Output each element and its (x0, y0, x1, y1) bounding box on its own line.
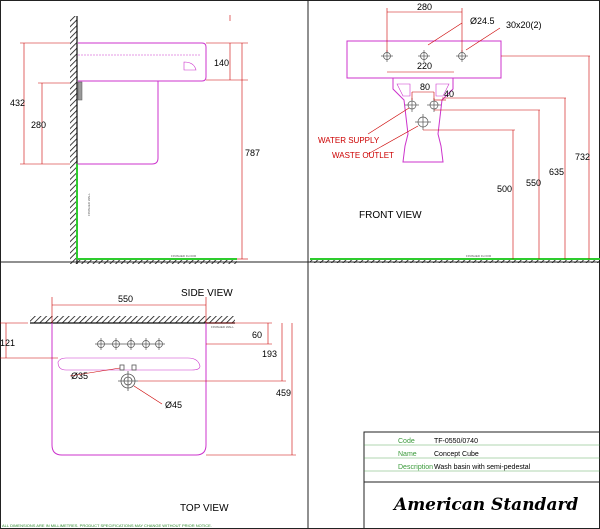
dim-40: 40 (444, 89, 454, 99)
top-tap-holes (95, 338, 165, 350)
dim-280: 280 (31, 120, 46, 130)
dim-140: 140 (214, 58, 229, 68)
name-value: Concept Cube (434, 451, 479, 458)
footer-note: ALL DIMENSIONS ARE IN MILLIMETRES. PRODU… (2, 523, 212, 528)
dim-500: 500 (497, 184, 512, 194)
dim-550: 550 (526, 178, 541, 188)
front-view-title: FRONT VIEW (359, 210, 422, 221)
code-value: TF-0550/0740 (434, 438, 478, 445)
top-view: 550 121 60 193 459 Ø35 Ø45 FINISHED WALL… (0, 294, 296, 514)
dim-787: 787 (245, 148, 260, 158)
top-wall-note: FINISHED WALL (211, 325, 234, 329)
slot-size: 30x20(2) (506, 20, 542, 30)
wall-hatch (70, 16, 77, 264)
front-floor-note: FINISHED FLOOR (466, 254, 492, 258)
dim-60: 60 (252, 330, 262, 340)
name-key: Name (398, 451, 417, 458)
dim-432: 432 (10, 98, 25, 108)
side-view-title: SIDE VIEW (181, 288, 233, 299)
top-dimensions (0, 297, 296, 456)
front-floor-hatch (310, 259, 600, 263)
side-view: 432 280 140 787 FINISHED WALL FINISHED F… (10, 15, 260, 299)
siphon-stub (77, 81, 83, 101)
waste-outlet-label: WASTE OUTLET (332, 151, 394, 160)
dim-121: 121 (0, 338, 15, 348)
basin-top-outline (51, 323, 207, 456)
top-view-title: TOP VIEW (180, 503, 229, 514)
dim-635: 635 (549, 167, 564, 177)
side-dimensions (20, 15, 248, 260)
tap-holes (381, 50, 468, 62)
water-supply-label: WATER SUPPLY (318, 136, 380, 145)
floor-note: FINISHED FLOOR (171, 254, 197, 258)
brand-logo: American Standard (392, 495, 578, 515)
dia-35: Ø35 (71, 371, 88, 381)
top-wall-hatch (30, 316, 235, 323)
front-dimensions (367, 8, 590, 259)
dim-193: 193 (262, 349, 277, 359)
front-view: 280 Ø24.5 30x20(2) 220 80 40 WATER SUPPL… (310, 2, 600, 263)
description-value: Wash basin with semi-pedestal (434, 464, 531, 471)
dim-220: 220 (417, 61, 432, 71)
dim-80: 80 (420, 82, 430, 92)
description-key: Description (398, 464, 433, 471)
dim-550-top: 550 (118, 294, 133, 304)
dim-280-front: 280 (417, 2, 432, 12)
dia-45: Ø45 (165, 400, 182, 410)
code-key: Code (398, 438, 415, 445)
dim-732: 732 (575, 152, 590, 162)
title-block: Code TF-0550/0740 Name Concept Cube Desc… (363, 431, 600, 529)
drain (118, 364, 138, 391)
hole-diameter: Ø24.5 (470, 16, 495, 26)
dim-459: 459 (276, 388, 291, 398)
wall-note: FINISHED WALL (87, 193, 91, 216)
basin-side-outline (78, 42, 207, 165)
service-points (405, 98, 441, 130)
floor-hatch (77, 259, 237, 264)
